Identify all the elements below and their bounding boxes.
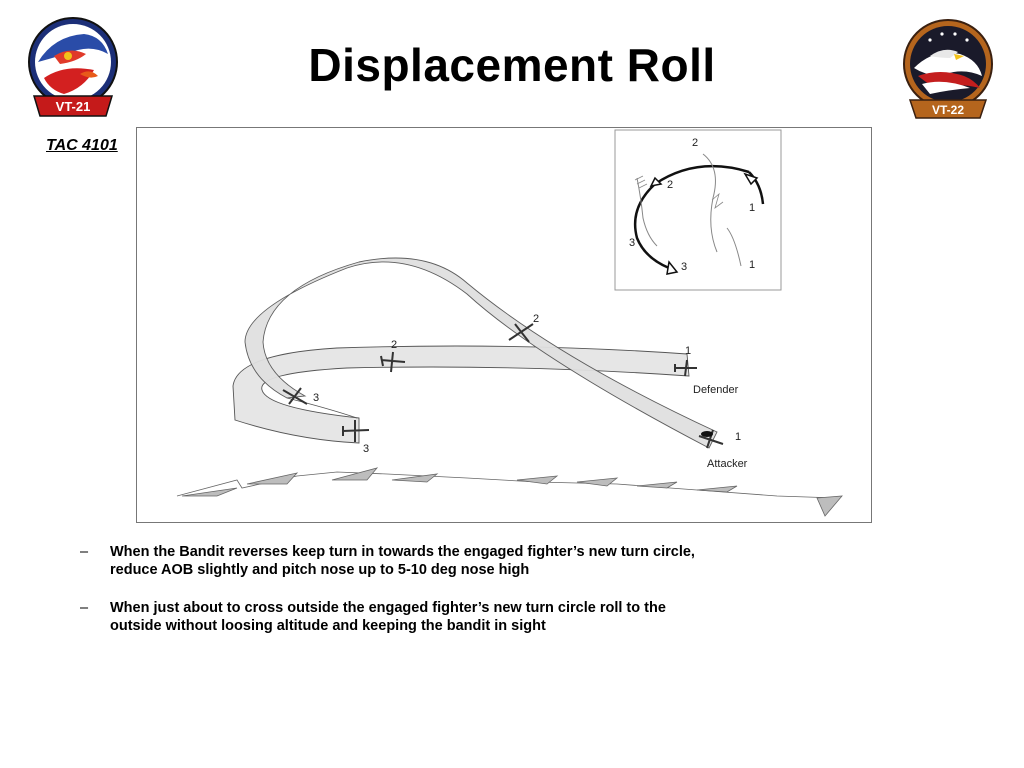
bullet-marker: – [80,600,89,616]
inset-label-right-1: 1 [749,202,755,214]
bullet-marker: – [80,544,89,560]
defender-label-2: 2 [391,339,397,351]
attacker-name-label: Attacker [707,458,748,470]
defender-aircraft-1 [674,359,697,377]
inset-label-bottom-3: 3 [681,261,687,273]
terrain [176,467,843,517]
defender-name-label: Defender [693,384,739,396]
attacker-flight-path [244,257,718,449]
reference-label: TAC 4101 [46,137,118,154]
defender-aircraft-3 [342,420,370,442]
attacker-label-1: 1 [735,431,741,443]
attacker-aircraft-2 [508,323,534,343]
bullet-item: – When the Bandit reverses keep turn in … [80,543,700,579]
inset-label-left-3: 3 [629,237,635,249]
bullet-text: When just about to cross outside the eng… [110,600,666,634]
slide-title: Displacement Roll [308,39,716,91]
displacement-roll-diagram: 1 2 3 1 2 3 Defender Attacker 2 2 1 3 3 … [136,127,872,523]
inset-label-bottom-1: 1 [749,259,755,271]
attacker-label-2: 2 [533,313,539,325]
inset-turn-diagram: 2 2 1 3 3 1 [614,129,782,291]
inset-label-top-2: 2 [692,137,698,149]
defender-flight-path [232,345,690,444]
defender-label-3: 3 [363,443,369,455]
bullet-list: – When the Bandit reverses keep turn in … [80,543,700,655]
inset-label-left-2: 2 [667,179,673,191]
svg-text:VT-22: VT-22 [932,103,964,117]
attacker-aircraft-3 [282,387,308,405]
attacker-label-3: 3 [313,392,319,404]
svg-text:VT-21: VT-21 [56,99,91,114]
bullet-item: – When just about to cross outside the e… [80,599,700,635]
bullet-text: When the Bandit reverses keep turn in to… [110,544,695,578]
vt-22-squadron-patch-icon: VT-22 [900,18,996,124]
defender-aircraft-2 [380,351,406,373]
defender-label-1: 1 [685,345,691,357]
vt-21-squadron-patch-icon: VT-21 [24,16,122,122]
attacker-aircraft-1 [698,429,724,449]
